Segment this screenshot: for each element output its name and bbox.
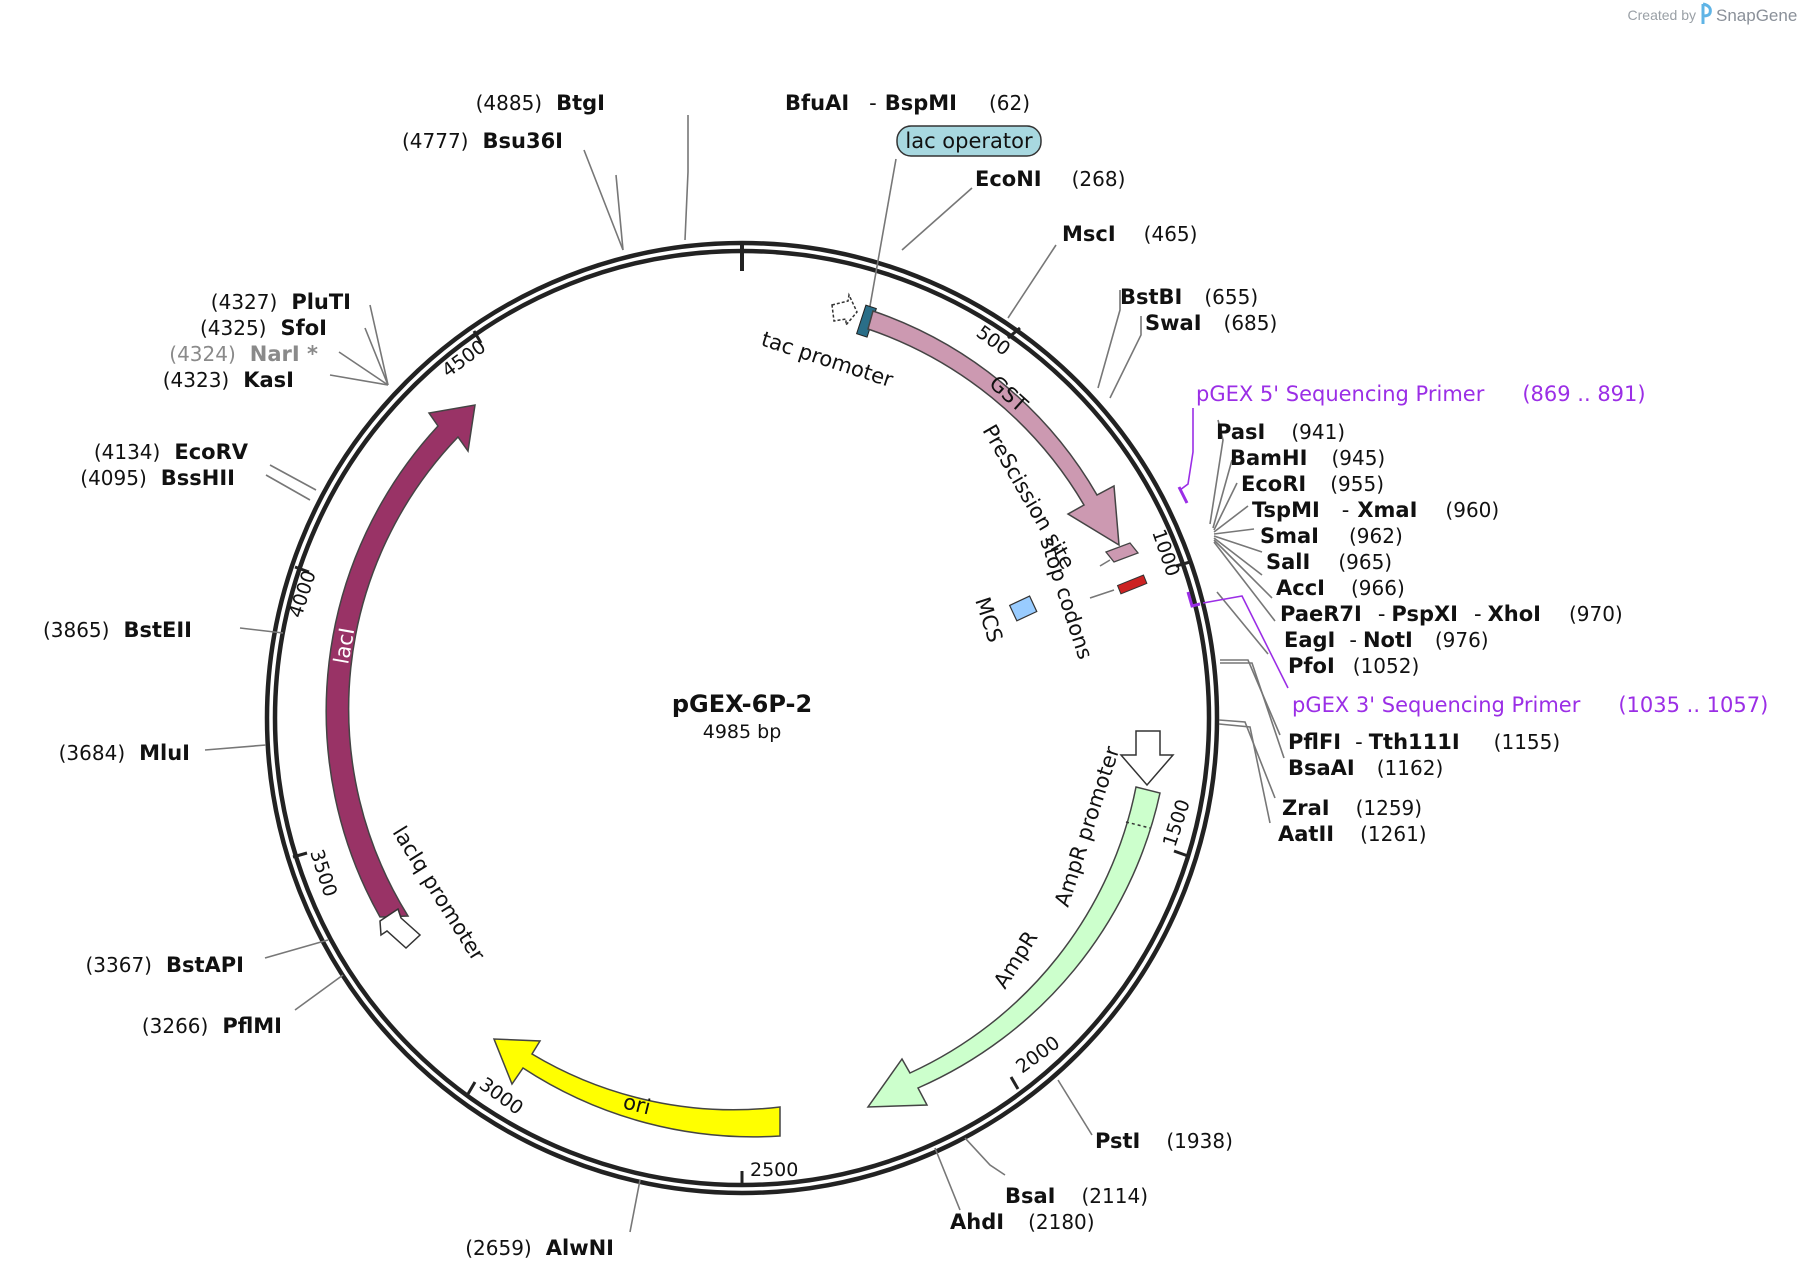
site-pasi[interactable]: PasI(941): [1216, 420, 1345, 444]
site-bsaai[interactable]: BsaAI(1162): [1288, 756, 1443, 780]
svg-text:MCS: MCS: [970, 594, 1007, 645]
plasmid-length: 4985 bp: [703, 721, 782, 743]
site-bsteii[interactable]: (3865)BstEII: [43, 618, 192, 642]
site-bamhi[interactable]: BamHI(945): [1230, 446, 1385, 470]
site-sali[interactable]: SalI(965): [1266, 550, 1392, 574]
site-ecorv[interactable]: (4134)EcoRV: [94, 440, 249, 464]
site-smai[interactable]: SmaI(962): [1260, 524, 1403, 548]
svg-text:pGEX 5' Sequencing Primer(869: pGEX 5' Sequencing Primer(869 .. 891): [1196, 382, 1646, 406]
site-eagi-noti[interactable]: EagI-NotI(976): [1284, 628, 1489, 652]
site-zrai[interactable]: ZraI(1259): [1282, 796, 1422, 820]
site-alwni[interactable]: (2659)AlwNI: [465, 1236, 614, 1260]
site-ahdi[interactable]: AhdI(2180): [950, 1210, 1095, 1234]
site-kasi[interactable]: (4323)KasI: [163, 368, 294, 392]
credit-app-name: SnapGene: [1716, 6, 1797, 25]
site-labels: (4885)BtgI BfuAI-BspMI(62) (4777)Bsu36I …: [43, 91, 1623, 1260]
feature-lac-operator[interactable]: lac operator: [855, 125, 1042, 338]
svg-text:lacI: lacI: [329, 626, 359, 666]
svg-text:2000: 2000: [1012, 1032, 1064, 1078]
backbone: [264, 240, 1220, 1196]
site-bstbi[interactable]: BstBI(655): [1120, 285, 1258, 309]
plasmid-title-block: pGEX-6P-2 4985 bp: [672, 690, 812, 743]
snapgene-logo-icon: [1701, 2, 1712, 24]
site-econi[interactable]: EcoNI(268): [975, 167, 1125, 191]
features: lac operator tac promoter GST PreScissio…: [325, 125, 1175, 1138]
svg-text:PreScission site: PreScission site: [978, 421, 1080, 574]
site-sfoi[interactable]: (4325)SfoI: [200, 316, 327, 340]
primer-pgex-3[interactable]: pGEX 3' Sequencing Primer(1035 .. 1057): [1186, 591, 1768, 717]
primers: pGEX 5' Sequencing Primer(869 .. 891) pG…: [1177, 382, 1768, 717]
site-pflmi[interactable]: (3266)PflMI: [142, 1014, 282, 1038]
site-pfoi[interactable]: PfoI(1052): [1288, 654, 1419, 678]
svg-text:3000: 3000: [475, 1073, 527, 1119]
site-ecori[interactable]: EcoRI(955): [1241, 472, 1384, 496]
site-acci[interactable]: AccI(966): [1276, 576, 1405, 600]
feature-ori[interactable]: ori: [492, 1038, 781, 1138]
feature-laci[interactable]: lacI: [325, 404, 476, 918]
svg-text:lac operator: lac operator: [905, 129, 1033, 153]
site-pluti[interactable]: (4327)PluTI: [211, 290, 351, 314]
svg-text:AmpR: AmpR: [989, 927, 1043, 993]
svg-text:tac promoter: tac promoter: [758, 327, 896, 392]
site-mlui[interactable]: (3684)MluI: [59, 741, 190, 765]
site-bsshii[interactable]: (4095)BssHII: [80, 466, 235, 490]
site-msci[interactable]: MscI(465): [1062, 222, 1197, 246]
site-psti[interactable]: PstI(1938): [1095, 1129, 1233, 1153]
site-btgi[interactable]: (4885)BtgI: [476, 91, 605, 115]
site-bstapi[interactable]: (3367)BstAPI: [85, 953, 244, 977]
site-nari[interactable]: (4324)NarI *: [169, 342, 318, 366]
primer-pgex-5[interactable]: pGEX 5' Sequencing Primer(869 .. 891): [1177, 382, 1646, 504]
tick-1000: 1000: [1147, 526, 1191, 579]
site-leaders: [204, 115, 1285, 1233]
plasmid-name: pGEX-6P-2: [672, 690, 812, 718]
site-paer7i-pspxi-xhoi[interactable]: PaeR7I-PspXI-XhoI(970): [1280, 602, 1623, 626]
svg-text:1500: 1500: [1159, 797, 1195, 850]
credit-created-by: Created by: [1628, 7, 1696, 23]
site-bsu36i[interactable]: (4777)Bsu36I: [402, 129, 563, 153]
tick-2500: 2500: [740, 1159, 798, 1186]
site-swai[interactable]: SwaI(685): [1145, 311, 1277, 335]
site-aatii[interactable]: AatII(1261): [1278, 822, 1427, 846]
snapgene-credit: Created by SnapGene: [1628, 2, 1797, 25]
feature-mcs[interactable]: MCS: [970, 594, 1038, 645]
svg-text:2500: 2500: [750, 1159, 798, 1181]
site-tspmi-xmai[interactable]: TspMI-XmaI(960): [1252, 498, 1499, 522]
svg-text:pGEX 3' Sequencing Primer(1035: pGEX 3' Sequencing Primer(1035 .. 1057): [1292, 693, 1768, 717]
site-pflfi-tth111i[interactable]: PflFI-Tth111I(1155): [1288, 730, 1560, 754]
site-bsai[interactable]: BsaI(2114): [1005, 1184, 1148, 1208]
feature-laciq-promoter[interactable]: lacIq promoter: [379, 822, 490, 966]
site-bfuai-bspmi[interactable]: BfuAI-BspMI(62): [785, 91, 1030, 115]
